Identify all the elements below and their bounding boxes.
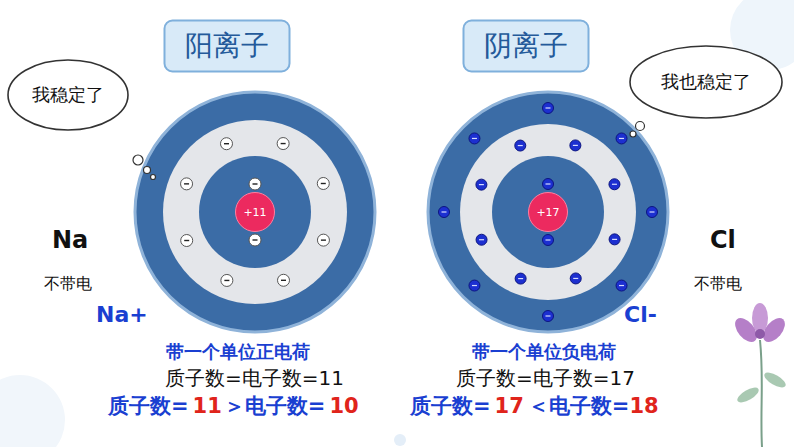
decor-circle [0, 375, 65, 447]
electron [616, 133, 627, 144]
label-line: Na+ [96, 302, 148, 327]
electron [476, 234, 487, 245]
electron [181, 235, 193, 247]
label-text: 11 [193, 394, 222, 418]
electron [469, 133, 480, 144]
electron [221, 274, 233, 286]
electron [570, 140, 581, 151]
electron-group [181, 138, 330, 287]
label-text: 质子数= [108, 392, 189, 420]
label-text: 不带电 [694, 274, 742, 295]
label-text: 质子数=电子数=17 [456, 365, 635, 392]
node-text: +11 [243, 206, 266, 219]
label-line: 不带电 [694, 274, 742, 295]
electron [647, 207, 658, 218]
electron [476, 179, 487, 190]
label-line: 质子数=11＞电子数=10 [108, 392, 359, 420]
electron [317, 177, 329, 189]
label-text: 带一个单位负电荷 [472, 340, 616, 364]
nucleus-circle: +11 [235, 192, 275, 232]
bubble-tail [133, 122, 645, 180]
electron [543, 179, 554, 190]
title-box: 阳离子 [163, 19, 291, 73]
electron [181, 178, 193, 190]
label-text: ＜电子数= [528, 392, 630, 420]
label-text: Na+ [96, 302, 148, 327]
electron [249, 178, 261, 190]
label-text: 10 [329, 394, 358, 418]
label-text: Na [52, 226, 88, 254]
electron [515, 273, 526, 284]
electron-group [439, 103, 658, 322]
node-text: +17 [536, 206, 559, 219]
label-text: Cl [710, 226, 736, 254]
node-text: 我稳定了 [32, 83, 104, 107]
electron [570, 273, 581, 284]
label-text: 带一个单位正电荷 [166, 340, 310, 364]
nucleus-circle: +17 [528, 192, 568, 232]
node-text: 阴离子 [484, 27, 568, 65]
electron [278, 274, 290, 286]
node-text: 我也稳定了 [661, 70, 751, 94]
electron [609, 179, 620, 190]
label-line: 带一个单位正电荷 [166, 340, 310, 364]
electron [220, 138, 232, 150]
electron [515, 140, 526, 151]
label-line: Cl- [624, 302, 657, 327]
label-text: 18 [629, 394, 658, 418]
label-line: Cl [710, 226, 736, 254]
flower-decor [731, 303, 789, 447]
electron [439, 207, 450, 218]
speech-bubble: 我也稳定了 [628, 44, 784, 120]
title-box: 阴离子 [462, 19, 590, 73]
label-line: 带一个单位负电荷 [472, 340, 616, 364]
label-text: 质子数=电子数=11 [165, 365, 344, 392]
node-text: 阳离子 [185, 27, 269, 65]
label-text: 质子数= [410, 392, 491, 420]
label-line: 不带电 [44, 274, 92, 295]
label-line: Na [52, 226, 88, 254]
electron [543, 103, 554, 114]
label-text: 17 [495, 394, 524, 418]
electron [469, 280, 480, 291]
electron [543, 235, 554, 246]
chloride-ion-atom [428, 92, 668, 332]
decor-dot [394, 434, 406, 446]
label-line: 质子数=电子数=17 [456, 365, 635, 392]
electron [609, 234, 620, 245]
electron [277, 138, 289, 150]
electron [616, 280, 627, 291]
electron [249, 234, 261, 246]
label-text: Cl- [624, 302, 657, 327]
label-text: ＞电子数= [224, 392, 326, 420]
label-line: 质子数=电子数=11 [165, 365, 344, 392]
electron [317, 234, 329, 246]
label-text: 不带电 [44, 274, 92, 295]
electron [543, 311, 554, 322]
speech-bubble: 我稳定了 [6, 58, 130, 132]
label-line: 质子数=17＜电子数=18 [410, 392, 659, 420]
sodium-ion-atom [135, 92, 375, 332]
